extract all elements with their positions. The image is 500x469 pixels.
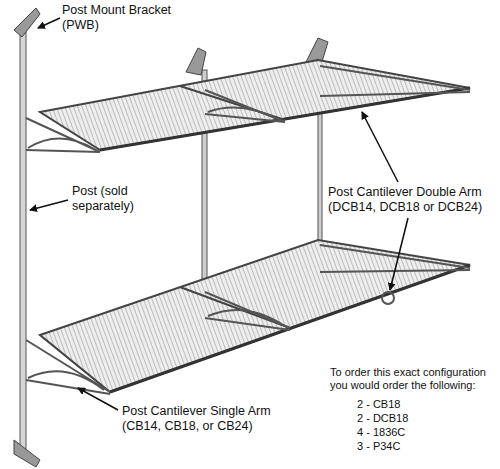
leader-arrow [390,218,408,290]
post-bracket [186,48,206,75]
left-post [20,30,26,450]
arm-hook [382,292,394,304]
double-arm [205,292,290,330]
double-arm [205,90,285,122]
top-shelf [40,60,470,150]
order-line: 4 - 1836C [357,426,477,439]
leader-arrow [78,388,118,410]
single-arm [320,66,470,96]
part-label: Post Mount Bracket (PWB) [62,3,187,33]
part-label: Post (sold separately) [72,184,172,214]
single-arm [26,340,110,394]
order-note: To order this exact configuration you wo… [330,366,500,392]
part-label: Post Cantilever Single Arm (CB14, CB18, … [122,404,287,434]
part-label: Post Cantilever Double Arm (DCB14, DCB18… [328,185,498,215]
order-line: 2 - DCB18 [357,412,477,425]
order-line: 2 - CB18 [357,398,477,411]
post-bracket [14,440,40,467]
leader-arrow [362,112,398,182]
order-line: 3 - P34C [357,440,477,453]
post-bracket [14,8,40,37]
leader-arrow [38,18,60,28]
leader-arrow [30,200,68,210]
single-arm [26,118,100,152]
